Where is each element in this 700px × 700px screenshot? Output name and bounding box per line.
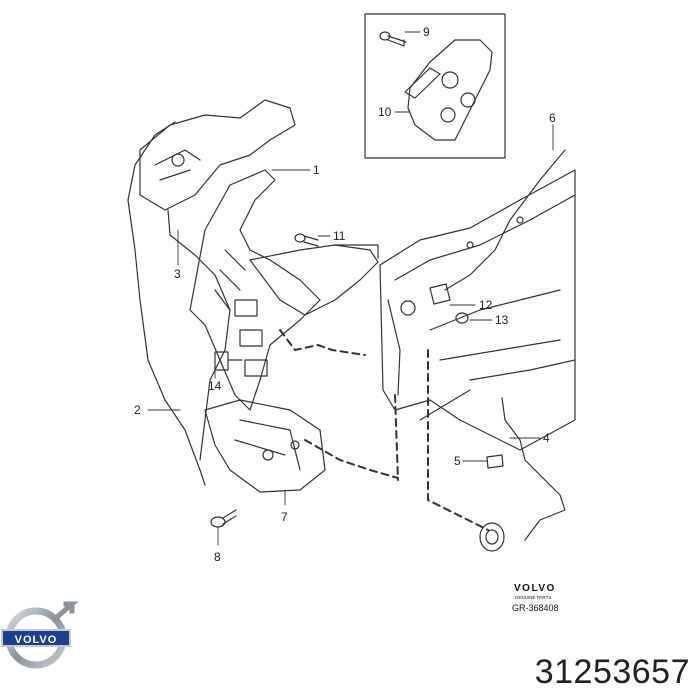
callout-4: 4 (543, 431, 550, 445)
clip-14 (214, 351, 243, 371)
callout-11: 11 (333, 229, 346, 243)
assembly-line-b (394, 394, 399, 481)
release-lever (249, 244, 379, 316)
door-panel (379, 169, 576, 451)
drawing-brand-block: VOLVO GENUINE PARTS GR-368408 (512, 583, 559, 613)
grommet-13 (455, 312, 469, 324)
bolt-8 (210, 509, 237, 528)
bolt-11 (294, 233, 319, 247)
inset-frame (364, 13, 506, 159)
cable-2 (127, 121, 206, 486)
rod-4 (501, 397, 566, 541)
callout-9: 9 (423, 25, 430, 39)
drawing-brand-logo: VOLVO (514, 583, 556, 594)
volvo-emblem-icon: VOLVO (1, 601, 79, 669)
callout-1: 1 (313, 163, 320, 177)
cable-3 (167, 209, 231, 461)
callout-10: 10 (378, 105, 392, 119)
drawing-genuine-text: GENUINE PARTS (515, 595, 551, 600)
striker-plate-part (404, 39, 493, 141)
callout-7: 7 (281, 510, 288, 524)
door-lock-7 (204, 399, 326, 493)
bottom-grommet (479, 522, 505, 552)
callout-2: 2 (134, 403, 141, 417)
rod-connector-12 (429, 283, 451, 305)
volvo-logo: VOLVO (0, 600, 80, 690)
volvo-logo-text: VOLVO (15, 634, 58, 646)
drawing-ref-code: GR-368408 (512, 603, 559, 613)
handle-carrier-1 (189, 169, 321, 411)
callout-5: 5 (454, 454, 461, 468)
callout-13: 13 (495, 313, 509, 327)
callout-6: 6 (549, 111, 556, 125)
callout-14: 14 (208, 379, 222, 393)
screw-part-9 (379, 31, 407, 47)
callout-3: 3 (174, 267, 181, 281)
clip-5 (486, 454, 504, 469)
assembly-line-c (427, 349, 489, 531)
lock-rod-6 (444, 149, 566, 291)
callout-12: 12 (479, 298, 493, 312)
outer-handle-mechanism (139, 99, 296, 211)
part-number: 31253657 (534, 653, 690, 691)
assembly-line-d (304, 439, 399, 479)
callout-8: 8 (214, 550, 221, 564)
assembly-line-a (279, 329, 366, 356)
